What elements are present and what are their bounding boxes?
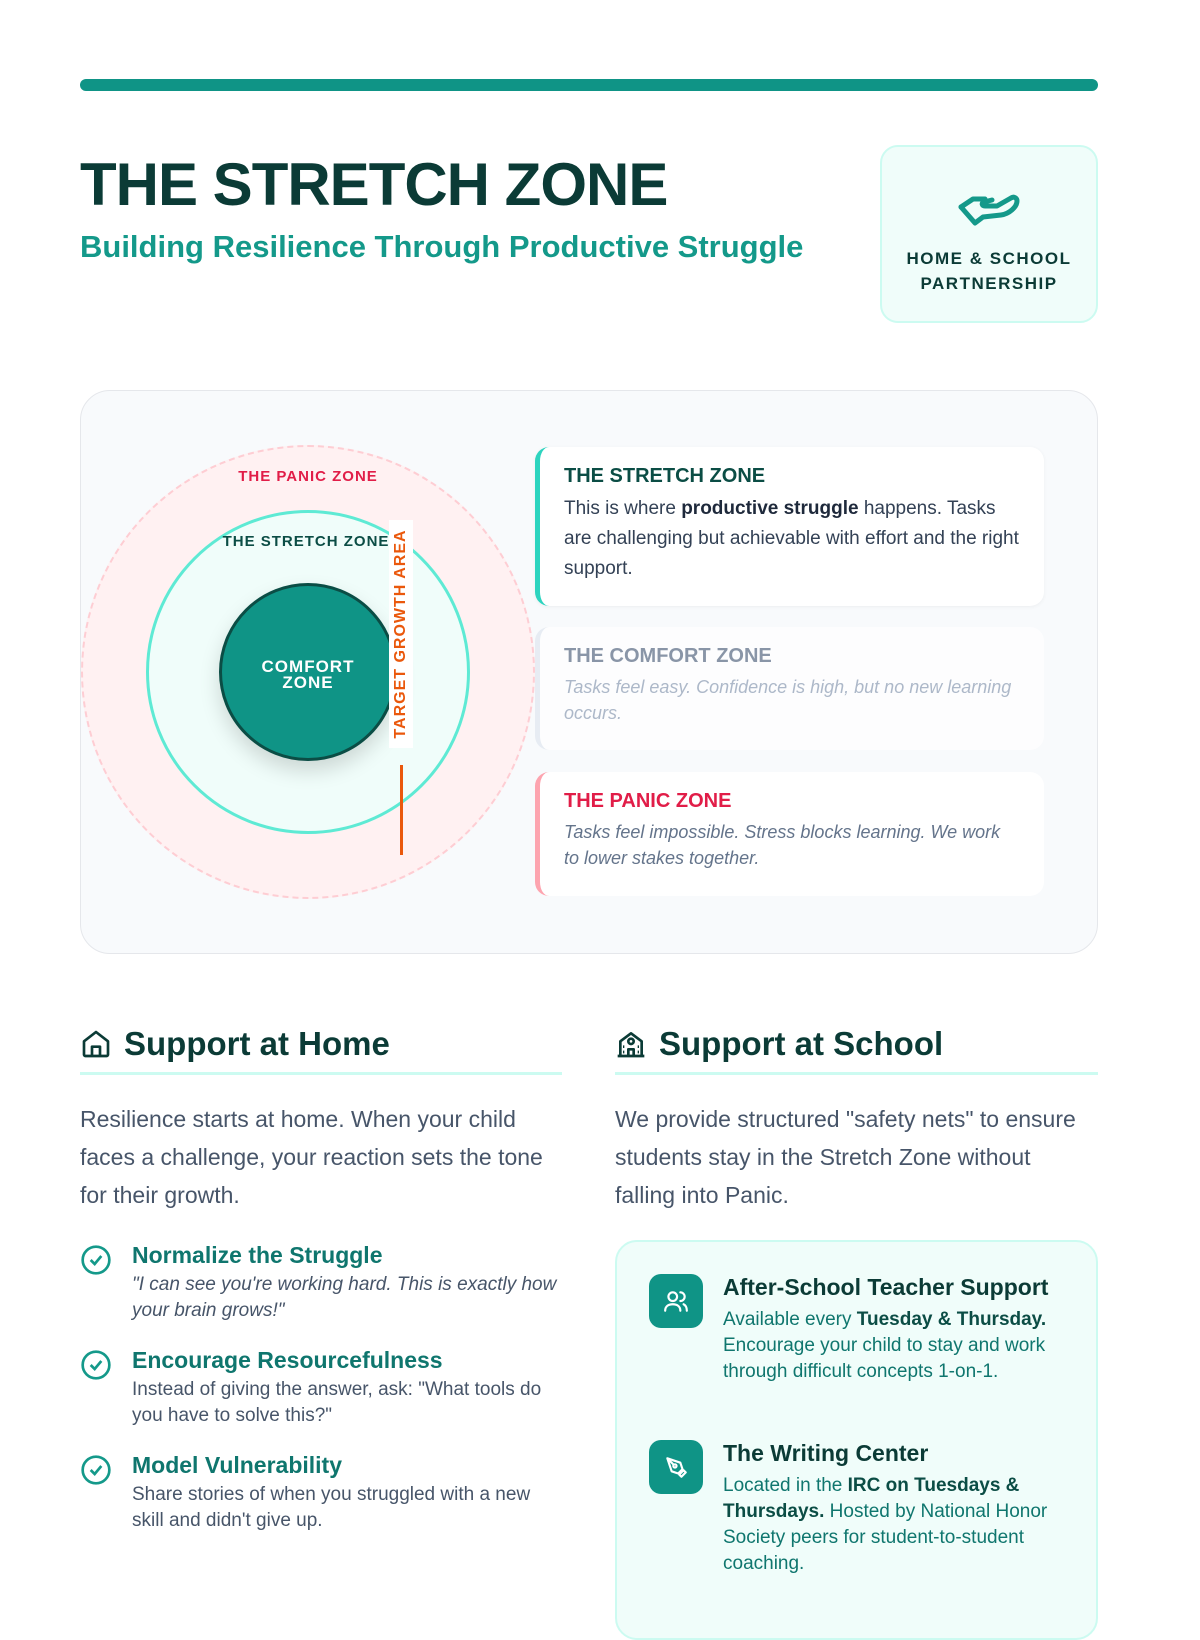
school-heading-text: Support at School <box>659 1025 944 1062</box>
panic-zone-card: THE PANIC ZONE Tasks feel impossible. St… <box>535 772 1044 896</box>
tip-title: Model Vulnerability <box>132 1452 343 1478</box>
school-divider <box>615 1072 1098 1075</box>
school-icon <box>617 1032 645 1058</box>
comfort-zone-desc: Tasks feel easy. Confidence is high, but… <box>564 677 1012 723</box>
users-icon <box>649 1274 703 1328</box>
support-text: Located in the IRC on Tuesdays & Thursda… <box>723 1475 1048 1574</box>
support-title: After-School Teacher Support <box>723 1274 1049 1300</box>
stretch-zone-card: THE STRETCH ZONE This is where productiv… <box>535 447 1044 606</box>
panic-zone-label: THE PANIC ZONE <box>238 468 378 485</box>
target-growth-label: TARGET GROWTH AREA <box>392 529 409 739</box>
home-tip: Normalize the Struggle "I can see you're … <box>80 1242 562 1324</box>
stretch-zone-label: THE STRETCH ZONE <box>222 533 390 550</box>
tip-title: Encourage Resourcefulness <box>132 1347 443 1373</box>
page-subtitle: Building Resilience Through Productive S… <box>80 229 804 264</box>
support-item-writing: The Writing Center Located in the IRC on… <box>649 1440 1063 1577</box>
support-text: Available every Tuesday & Thursday. Enco… <box>723 1309 1047 1382</box>
check-circle-icon <box>81 1455 111 1485</box>
home-icon <box>82 1030 110 1058</box>
partnership-badge: HOME & SCHOOL PARTNERSHIP <box>880 145 1098 323</box>
home-heading-text: Support at Home <box>124 1025 390 1062</box>
panic-zone-title: THE PANIC ZONE <box>564 790 732 812</box>
tip-text: Share stories of when you struggled with… <box>132 1484 531 1531</box>
support-item-teacher: After-School Teacher Support Available e… <box>649 1274 1063 1385</box>
home-heading: Support at Home <box>80 1022 390 1066</box>
page-title: THE STRETCH ZONE <box>80 151 668 218</box>
stretch-zone-desc: This is where productive struggle happen… <box>564 498 1019 579</box>
tip-title: Normalize the Struggle <box>132 1242 383 1268</box>
check-circle-icon <box>81 1350 111 1380</box>
home-intro: Resilience starts at home. When your chi… <box>80 1106 543 1208</box>
top-accent-bar <box>80 79 1098 91</box>
comfort-zone-title: THE COMFORT ZONE <box>564 645 772 667</box>
badge-line-1: HOME & SCHOOL <box>906 249 1072 268</box>
comfort-zone-circle: COMFORT ZONE <box>219 583 397 761</box>
pen-tool-icon <box>649 1440 703 1494</box>
comfort-zone-card: THE COMFORT ZONE Tasks feel easy. Confid… <box>535 627 1044 750</box>
support-title: The Writing Center <box>723 1440 929 1466</box>
tip-text: Instead of giving the answer, ask: "What… <box>132 1379 542 1426</box>
home-divider <box>80 1072 562 1075</box>
hand-helping-icon <box>958 194 1020 226</box>
badge-line-2: PARTNERSHIP <box>920 274 1058 293</box>
tip-text: "I can see you're working hard. This is … <box>132 1274 557 1321</box>
comfort-label-1: COMFORT <box>261 657 355 676</box>
check-circle-icon <box>81 1245 111 1275</box>
comfort-label-2: ZONE <box>282 673 334 692</box>
panic-zone-desc: Tasks feel impossible. Stress blocks lea… <box>564 822 1001 868</box>
target-growth-line <box>400 765 403 855</box>
stretch-zone-title: THE STRETCH ZONE <box>564 465 766 487</box>
school-intro: We provide structured "safety nets" to e… <box>615 1106 1076 1208</box>
school-support-card: After-School Teacher Support Available e… <box>615 1240 1098 1640</box>
target-label-bg <box>389 520 413 748</box>
school-heading: Support at School <box>615 1022 943 1066</box>
